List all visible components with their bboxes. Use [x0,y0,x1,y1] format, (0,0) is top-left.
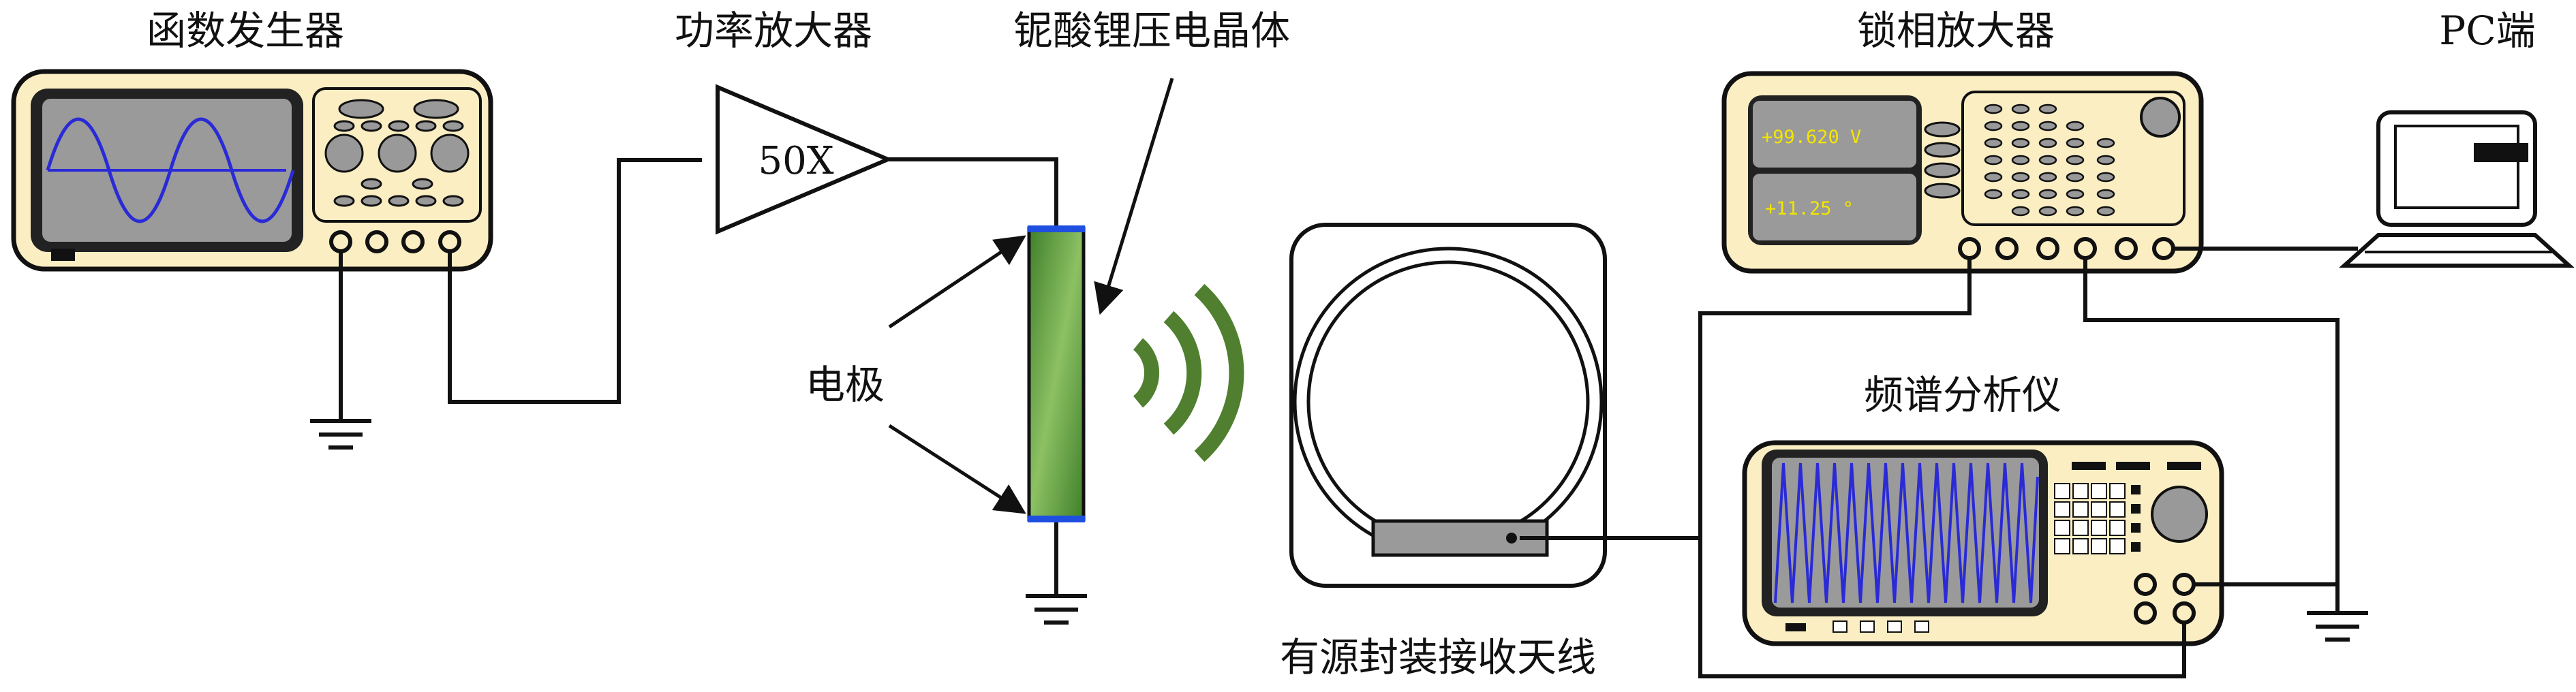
electrode-arrow-bottom [888,424,1026,514]
ground-symbol-right [2307,582,2368,642]
power-switch[interactable] [51,249,75,261]
amplifier-gain: 50X [758,139,833,183]
active-receiving-antenna [1289,223,1607,588]
wire-antenna-to-lockin [1520,258,1972,540]
power-amplifier-label: 功率放大器 [675,7,872,54]
ground-symbol-crystal [1026,522,1087,625]
function-generator [11,69,493,272]
antenna-label: 有源封装接收天线 [1280,634,1596,680]
wire-lockin-to-ground [2083,258,2340,582]
lockin-amplifier-label: 锁相放大器 [1857,7,2055,54]
laptop-screen [2394,125,2519,209]
wire-generator-to-amplifier [448,158,702,404]
lockin-amplifier: +99.620 V +11.25 ° [1721,71,2204,274]
antenna-base [1371,519,1549,557]
wire-antenna-to-analyzer [1698,538,2186,678]
analyzer-keypad[interactable] [2054,483,2126,554]
crystal-pointer-arrow [1094,78,1174,315]
sawtooth-waveform [1774,462,2039,603]
lockin-knob[interactable] [2140,97,2181,138]
spectrum-analyzer-label: 频谱分析仪 [1864,372,2061,418]
power-amplifier: 50X [716,84,893,235]
lockin-readout-top [1753,101,1916,168]
generator-output-ports[interactable] [329,230,461,253]
analyzer-knob[interactable] [2151,486,2208,543]
crystal-label: 铌酸锂压电晶体 [1013,7,1290,54]
ground-symbol-generator [310,251,371,450]
lockin-side-buttons[interactable] [1924,121,1961,199]
sine-waveform [46,117,295,223]
top-electrode [1028,225,1085,232]
bottom-electrode [1028,516,1085,522]
lithium-niobate-crystal [1027,225,1086,522]
lockin-readout-bottom [1753,174,1916,240]
function-generator-label: 函数发生器 [147,7,344,54]
spectrum-analyzer [1742,440,2224,646]
analyzer-ports[interactable] [2134,573,2196,625]
lockin-voltage-readout: +99.620 V [1762,127,1861,148]
wire-amplifier-to-crystal [888,157,1058,228]
analyzer-top-buttons[interactable] [2072,462,2201,470]
radiation-waves-icon [1133,283,1244,462]
electrode-label: 电极 [806,362,885,408]
lockin-phase-readout: +11.25 ° [1765,198,1854,219]
pc-label: PC端 [2439,7,2535,54]
pc-laptop-icon [2339,110,2575,268]
electrode-arrow-top [888,235,1026,329]
lockin-ports[interactable] [1958,237,2175,260]
